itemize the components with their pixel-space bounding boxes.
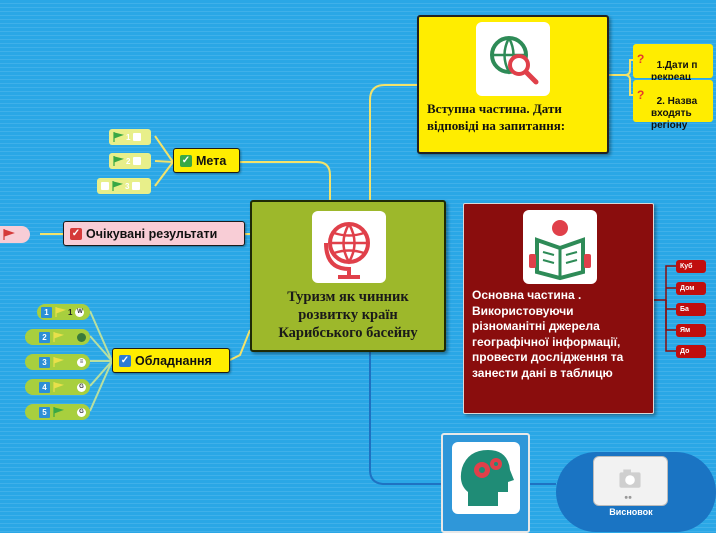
note-icon <box>133 133 142 141</box>
question-icon: ? <box>637 88 645 102</box>
conclusion-label: Висновок <box>609 507 653 517</box>
checkbox-icon: ✓ <box>180 154 192 167</box>
flag-icon <box>53 407 65 417</box>
wikipedia-icon: W <box>75 307 85 317</box>
flag-icon <box>113 132 125 142</box>
goal-subitem-2[interactable]: 2 <box>109 153 151 169</box>
google-icon: G <box>77 382 86 392</box>
flag-icon <box>113 156 125 166</box>
number-badge: 5 <box>39 406 50 418</box>
intro-title: Вступна частина. Дати відповіді на запит… <box>427 101 566 133</box>
main-subitem-4[interactable]: Ям <box>676 324 706 337</box>
goal-label: Мета <box>196 153 227 168</box>
equipment-item-5[interactable]: 5 G <box>25 404 90 420</box>
web-link-icon: ≡ <box>77 357 86 367</box>
note-icon <box>132 182 141 190</box>
number-badge: 1 <box>41 306 52 318</box>
central-topic[interactable]: Туризм як чинник розвитку країн Карибськ… <box>250 200 446 352</box>
main-subitem-1[interactable]: Куб <box>676 260 706 273</box>
flag-icon <box>55 307 67 317</box>
goal-subitem-number: 3 <box>125 181 130 191</box>
equipment-item-3[interactable]: 3 ≡ <box>25 354 90 370</box>
globe-icon <box>312 211 386 283</box>
checkbox-icon: ✓ <box>119 354 131 367</box>
goal-subitem-number: 2 <box>126 156 131 166</box>
reading-book-icon <box>523 210 597 284</box>
conclusion-topic[interactable]: Висновок <box>556 452 716 532</box>
flag-icon <box>53 382 65 392</box>
question-2[interactable]: ? 2. Назва входять регіону <box>633 80 713 131</box>
checkbox-icon: ✓ <box>70 227 82 240</box>
expected-results-subitem[interactable] <box>0 226 30 243</box>
equipment-topic[interactable]: ✓ Обладнання <box>112 348 230 373</box>
central-title: Туризм як чинник розвитку країн Карибськ… <box>278 289 418 341</box>
flag-icon <box>53 357 65 367</box>
expected-results-topic[interactable]: ✓ Очікувані результати <box>63 221 245 246</box>
question-text: 2. Назва входять регіону <box>651 96 698 131</box>
question-text: 1.Дати п рекреац <box>651 60 698 83</box>
flag-icon <box>112 181 124 191</box>
number-badge: 2 <box>39 331 50 343</box>
goal-subitem-1[interactable]: 1 <box>109 129 151 145</box>
main-part-topic[interactable]: Основна частина . Використовуючи різнома… <box>463 203 654 414</box>
equipment-item-extra: 1 <box>68 307 73 317</box>
main-part-title: Основна частина . Використовуючи різнома… <box>472 288 624 380</box>
goal-topic[interactable]: ✓ Мета <box>173 148 240 173</box>
connector-lines <box>40 59 676 485</box>
question-1[interactable]: ? 1.Дати п рекреац <box>633 44 713 83</box>
number-badge: 3 <box>39 356 50 368</box>
reflection-topic[interactable] <box>441 433 530 533</box>
expected-results-label: Очікувані результати <box>86 226 218 241</box>
equipment-label: Обладнання <box>135 353 212 368</box>
main-subitem-3[interactable]: Ба <box>676 303 706 316</box>
main-subitem-5[interactable]: До <box>676 345 706 358</box>
note-icon <box>101 182 109 190</box>
question-icon: ? <box>637 52 645 66</box>
head-gears-icon <box>452 442 520 514</box>
number-badge: 4 <box>39 381 50 393</box>
flag-icon <box>53 332 65 342</box>
equipment-item-4[interactable]: 4 G <box>25 379 90 395</box>
goal-subitem-number: 1 <box>126 132 131 142</box>
main-subitem-2[interactable]: Дом <box>676 282 706 295</box>
intro-topic[interactable]: Вступна частина. Дати відповіді на запит… <box>417 15 609 154</box>
camera-icon <box>593 456 668 506</box>
globe-search-icon <box>476 22 550 96</box>
globe-link-icon <box>77 332 86 342</box>
note-icon <box>133 157 142 165</box>
flag-icon <box>3 229 15 240</box>
equipment-item-1[interactable]: 1 1 W <box>37 304 90 320</box>
equipment-item-2[interactable]: 2 <box>25 329 90 345</box>
google-icon: G <box>77 407 86 417</box>
goal-subitem-3[interactable]: 3 <box>97 178 151 194</box>
